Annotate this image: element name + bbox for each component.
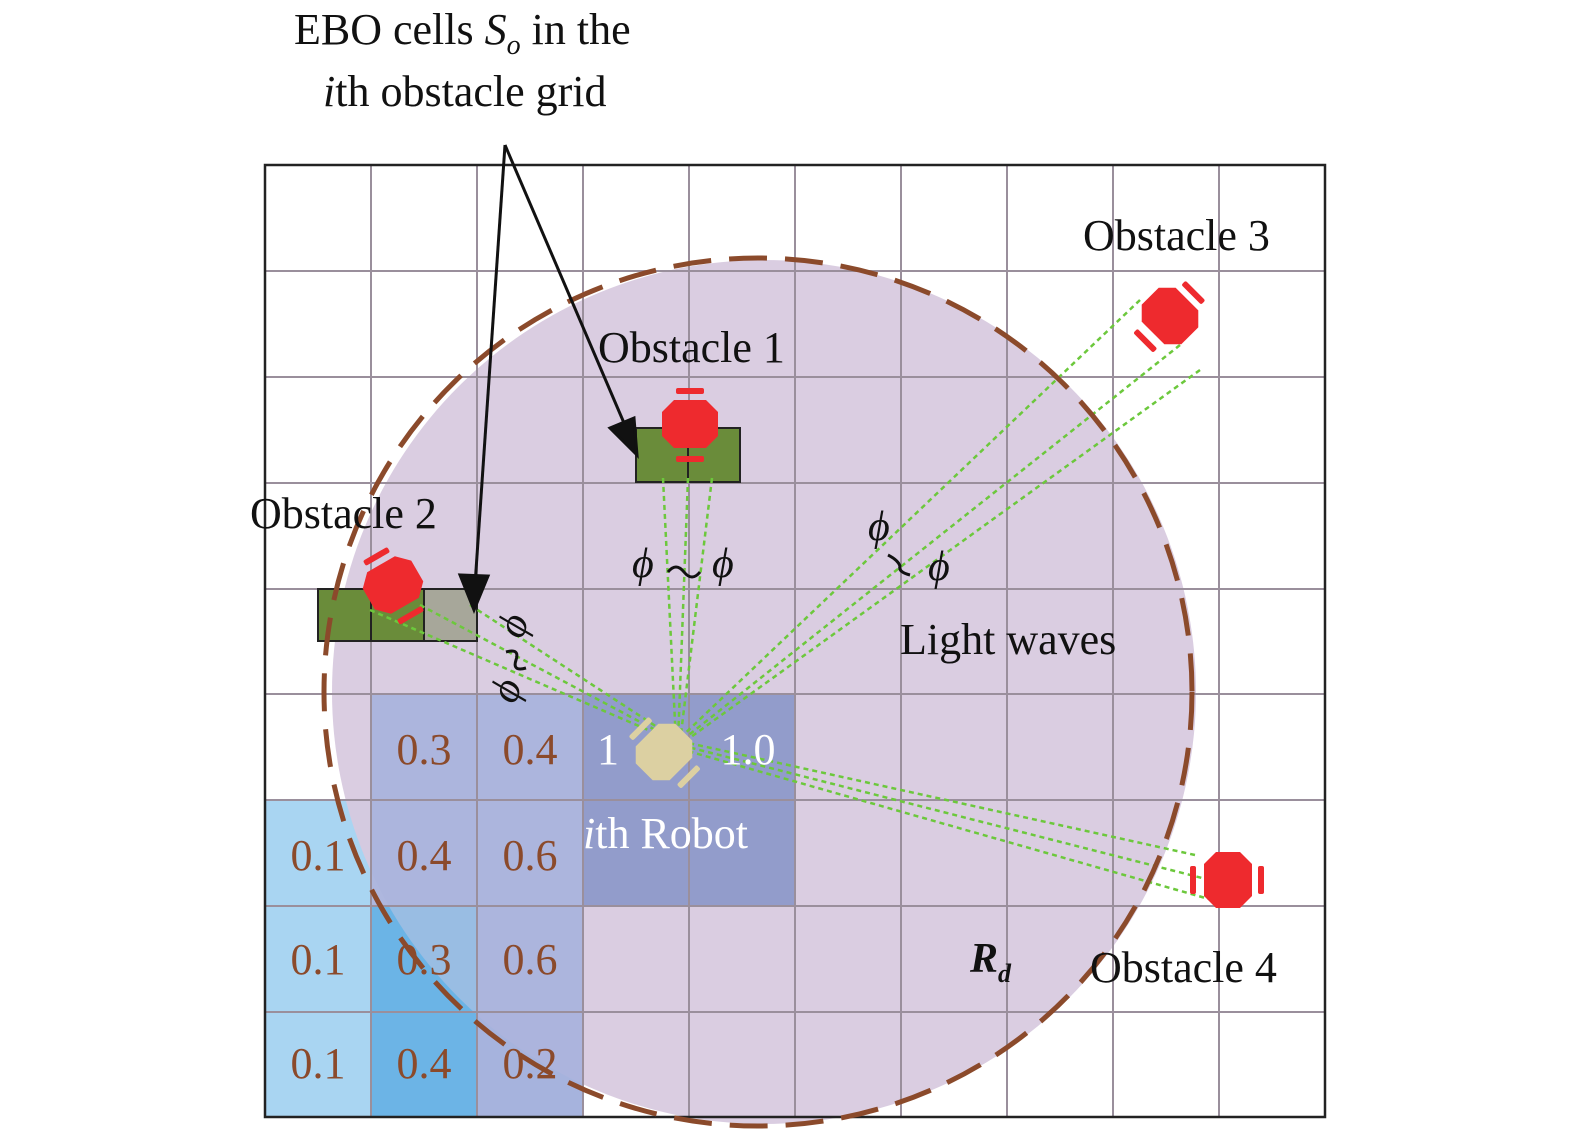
cell-value: 0.4 [503,725,558,774]
obstacle-1-robot [662,388,718,462]
obstacle-3-label: Obstacle 3 [1083,211,1270,260]
callout-line-2: ith obstacle grid [323,67,607,116]
ith-robot [629,717,700,788]
phi-1b: ϕ [712,541,734,587]
obstacle-2-label: Obstacle 2 [250,489,437,538]
phi-braces [505,553,911,671]
cell-value: 1 [597,725,619,774]
cell-value: 0.6 [503,935,558,984]
phi-1a: ϕ [632,541,654,587]
cell-value: 0.1 [291,1039,346,1088]
obstacle-1-label: Obstacle 1 [598,323,785,372]
cell-value: 0.3 [397,935,452,984]
detection-radius-circle [321,255,1195,1129]
cell-value: 0.4 [397,831,452,880]
grid-frame [263,163,1327,1119]
radius-label: Rd [969,936,1012,988]
cell-values: 0.3 0.4 1 1.0 0.1 0.4 0.6 0.1 0.3 0.6 0.… [291,725,776,1088]
light-waves-label: Light waves [900,615,1116,664]
phi-3b: ϕ [928,544,950,590]
robot-label: ith Robot [583,809,748,858]
light-rays [369,299,1231,907]
obstacle-3-robot [1134,281,1205,352]
cell-value: 0.2 [503,1039,558,1088]
obstacle-4-label: Obstacle 4 [1090,943,1277,992]
cell-value: 0.6 [503,831,558,880]
cell-value: 1.0 [721,725,776,774]
labels: EBO cells So in the ith obstacle grid Ob… [250,5,1277,992]
cell-value: 0.1 [291,831,346,880]
cell-value: 0.4 [397,1039,452,1088]
callout-line-1: EBO cells So in the [294,5,631,61]
obstacle-4-robot [1190,852,1264,908]
callout-arrows [457,144,639,614]
cell-value: 0.3 [397,725,452,774]
phi-3a: ϕ [868,504,890,550]
cell-value: 0.1 [291,935,346,984]
obstacle-2-robot [362,547,424,625]
